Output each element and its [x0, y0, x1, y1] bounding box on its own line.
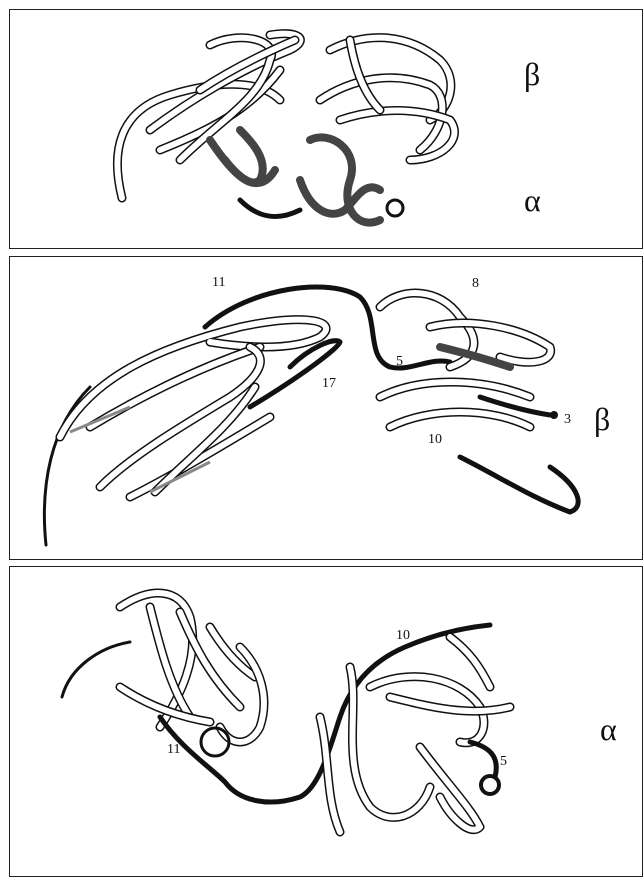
beta-label: β [524, 58, 540, 90]
panel-beta-detail: 11 8 5 17 3 10 β [9, 256, 643, 560]
beta-domain-right [380, 293, 578, 512]
residue-label-10: 10 [428, 433, 442, 447]
residue-label-3: 3 [564, 413, 571, 427]
residue-label-5: 5 [500, 755, 507, 769]
alpha-domain-dark [210, 130, 403, 223]
residue-label-11: 11 [212, 276, 225, 290]
residue-label-5: 5 [396, 355, 403, 369]
residue-label-8: 8 [472, 277, 479, 291]
panel-alpha-detail: 10 11 5 α [9, 566, 643, 877]
residue-label-17: 17 [322, 377, 336, 391]
alpha-label: α [600, 713, 617, 745]
residue-label-11: 11 [167, 743, 180, 757]
beta-label: β [594, 403, 610, 435]
ribbon-structure-overview [10, 10, 643, 249]
ribbon-structure-beta [10, 257, 643, 560]
residue-label-10: 10 [396, 629, 410, 643]
alpha-label: α [524, 184, 541, 216]
panel-top-overview: β α [9, 9, 643, 249]
beta-domain-left [44, 320, 326, 545]
alpha-domain-right [320, 637, 510, 832]
ribbon-structure-alpha [10, 567, 643, 877]
alpha-domain-left [62, 593, 264, 756]
